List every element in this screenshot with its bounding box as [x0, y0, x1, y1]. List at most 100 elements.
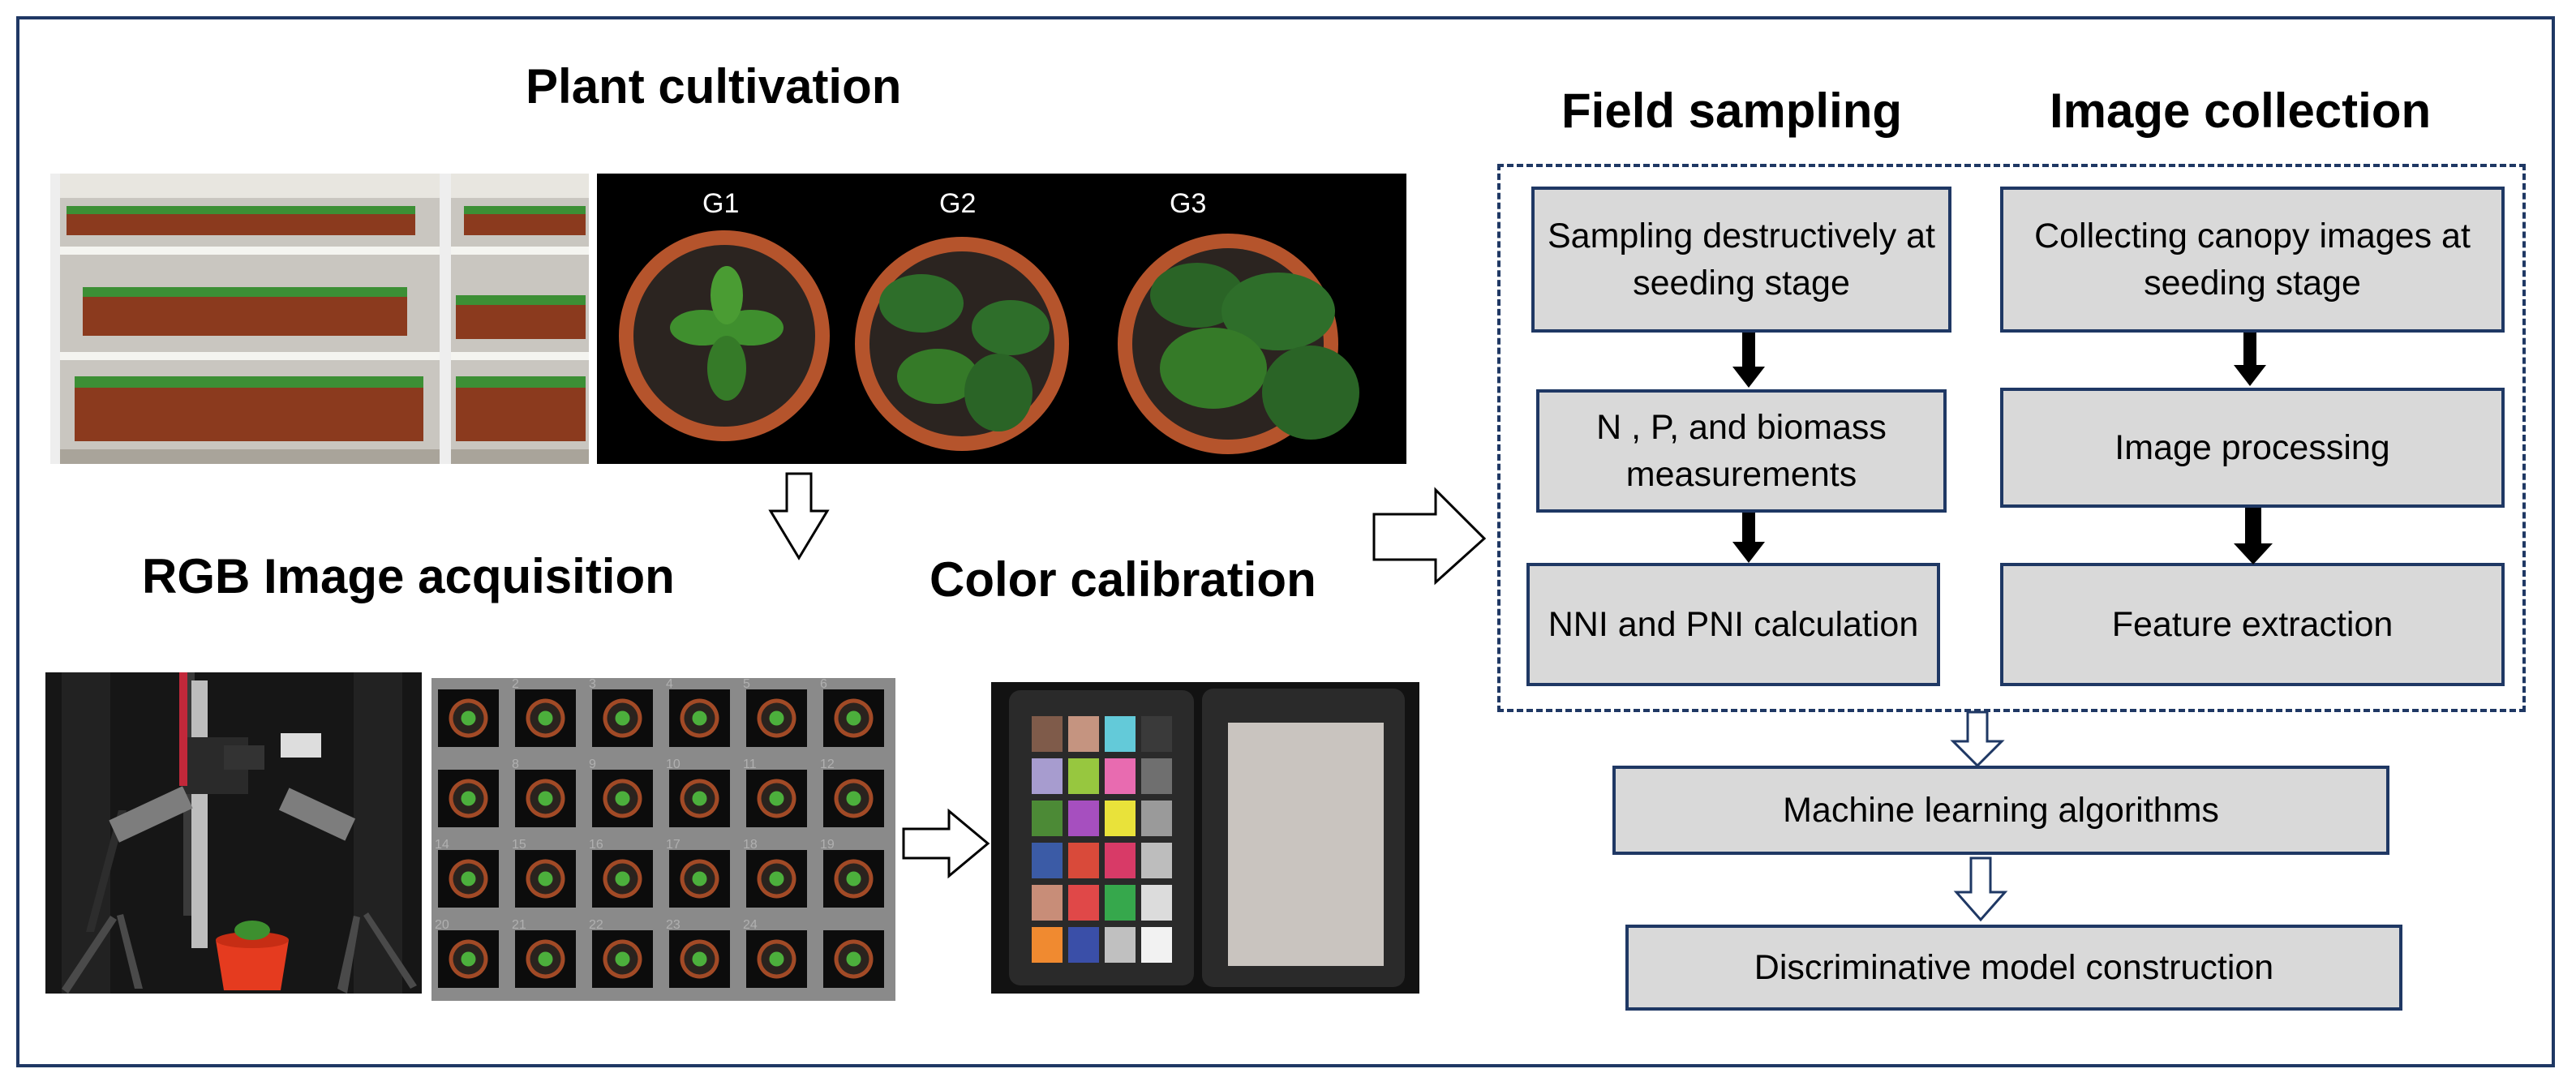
grid-cell	[669, 930, 730, 988]
color-patch	[1032, 885, 1063, 921]
color-checker-photo	[991, 682, 1419, 994]
grid-cell	[823, 930, 884, 988]
color-patch	[1141, 927, 1172, 963]
color-calibration-heading: Color calibration	[930, 552, 1316, 607]
grid-number: 8	[512, 758, 519, 771]
rgb-acquisition-heading: RGB Image acquisition	[142, 549, 675, 603]
grid-cell	[592, 930, 653, 988]
grid-cell	[669, 689, 730, 747]
grid-cell	[823, 770, 884, 827]
grid-cell	[592, 689, 653, 747]
image-processing-box: Image processing	[2000, 388, 2505, 508]
grid-cell	[669, 850, 730, 908]
grid-cell	[746, 770, 807, 827]
plant-cultivation-heading: Plant cultivation	[526, 59, 902, 114]
grid-cell	[746, 850, 807, 908]
color-patch	[1105, 758, 1136, 794]
grid-cell	[515, 689, 576, 747]
pot-label-g1: G1	[702, 188, 740, 219]
camera-stand-drawing	[45, 672, 422, 994]
grid-cell	[669, 770, 730, 827]
color-patch	[1105, 801, 1136, 836]
pot-label-g3: G3	[1170, 188, 1207, 219]
color-patch	[1032, 927, 1063, 963]
grid-cell	[592, 850, 653, 908]
collecting-canopy-box: Collecting canopy images at seeding stag…	[2000, 187, 2505, 333]
grid-number: 20	[435, 918, 449, 932]
grid-cell	[746, 689, 807, 747]
color-patch	[1068, 716, 1099, 752]
grid-cell	[438, 770, 499, 827]
pot-g3	[1118, 234, 1359, 454]
grid-cell	[823, 689, 884, 747]
grid-number: 10	[666, 758, 680, 771]
color-checker-drawing	[991, 682, 1419, 994]
grid-number: 6	[820, 678, 827, 691]
grid-number: 22	[589, 918, 603, 932]
color-patch	[1105, 927, 1136, 963]
pot-g1	[619, 230, 830, 441]
grid-cell	[823, 850, 884, 908]
color-patch	[1068, 801, 1099, 836]
grid-number: 11	[743, 758, 757, 771]
image-collection-heading: Image collection	[2050, 84, 2432, 138]
color-patch	[1032, 758, 1063, 794]
grid-number: 16	[589, 838, 603, 852]
grid-cell	[438, 850, 499, 908]
figure-frame	[16, 16, 2555, 1067]
grid-number: 5	[743, 678, 750, 691]
shelf-drawing	[50, 174, 589, 464]
grid-number: 3	[589, 678, 596, 691]
grid-number: 4	[666, 678, 673, 691]
machine-learning-box: Machine learning algorithms	[1612, 766, 2389, 855]
grid-cell	[746, 930, 807, 988]
color-patch	[1105, 843, 1136, 878]
color-patch	[1141, 885, 1172, 921]
nni-pni-box: NNI and PNI calculation	[1526, 563, 1940, 686]
grid-number: 15	[512, 838, 526, 852]
grid-number: 23	[666, 918, 680, 932]
grid-cell	[438, 689, 499, 747]
sampling-destructively-box: Sampling destructively at seeding stage	[1531, 187, 1951, 333]
grid-number: 21	[512, 918, 526, 932]
grid-number: 2	[512, 678, 519, 691]
grid-cell	[515, 850, 576, 908]
color-patch	[1068, 885, 1099, 921]
grid-number: 19	[820, 838, 835, 852]
feature-extraction-box: Feature extraction	[2000, 563, 2505, 686]
grid-number: 17	[666, 838, 680, 852]
pot-g2	[855, 237, 1069, 451]
grid-cell	[515, 930, 576, 988]
white-balance-card	[1228, 723, 1384, 966]
color-patch	[1068, 758, 1099, 794]
color-patch	[1141, 758, 1172, 794]
grid-number: 9	[589, 758, 596, 771]
greenhouse-shelves-photo	[50, 174, 589, 464]
color-patch	[1068, 843, 1099, 878]
np-biomass-box: N , P, and biomass measurements	[1536, 389, 1947, 513]
grid-cell	[515, 770, 576, 827]
color-patch	[1105, 716, 1136, 752]
field-sampling-heading: Field sampling	[1561, 84, 1903, 138]
color-patch	[1032, 801, 1063, 836]
grid-cell	[438, 930, 499, 988]
color-patch	[1068, 927, 1099, 963]
color-patch	[1105, 885, 1136, 921]
model-construction-box: Discriminative model construction	[1625, 925, 2402, 1011]
grid-number: 24	[743, 918, 758, 932]
grid-number: 14	[435, 838, 449, 852]
color-patch	[1141, 843, 1172, 878]
pots-photo: G1 G2 G3	[597, 174, 1406, 464]
grid-number: 18	[743, 838, 758, 852]
grid-cell	[592, 770, 653, 827]
color-patch	[1141, 801, 1172, 836]
color-patch	[1141, 716, 1172, 752]
color-patch	[1032, 843, 1063, 878]
camera-stand-photo	[45, 672, 422, 994]
grid-number: 12	[820, 758, 835, 771]
sampling-collection-group	[1497, 164, 2526, 712]
pots-drawing	[619, 230, 1359, 454]
color-patch	[1032, 716, 1063, 752]
